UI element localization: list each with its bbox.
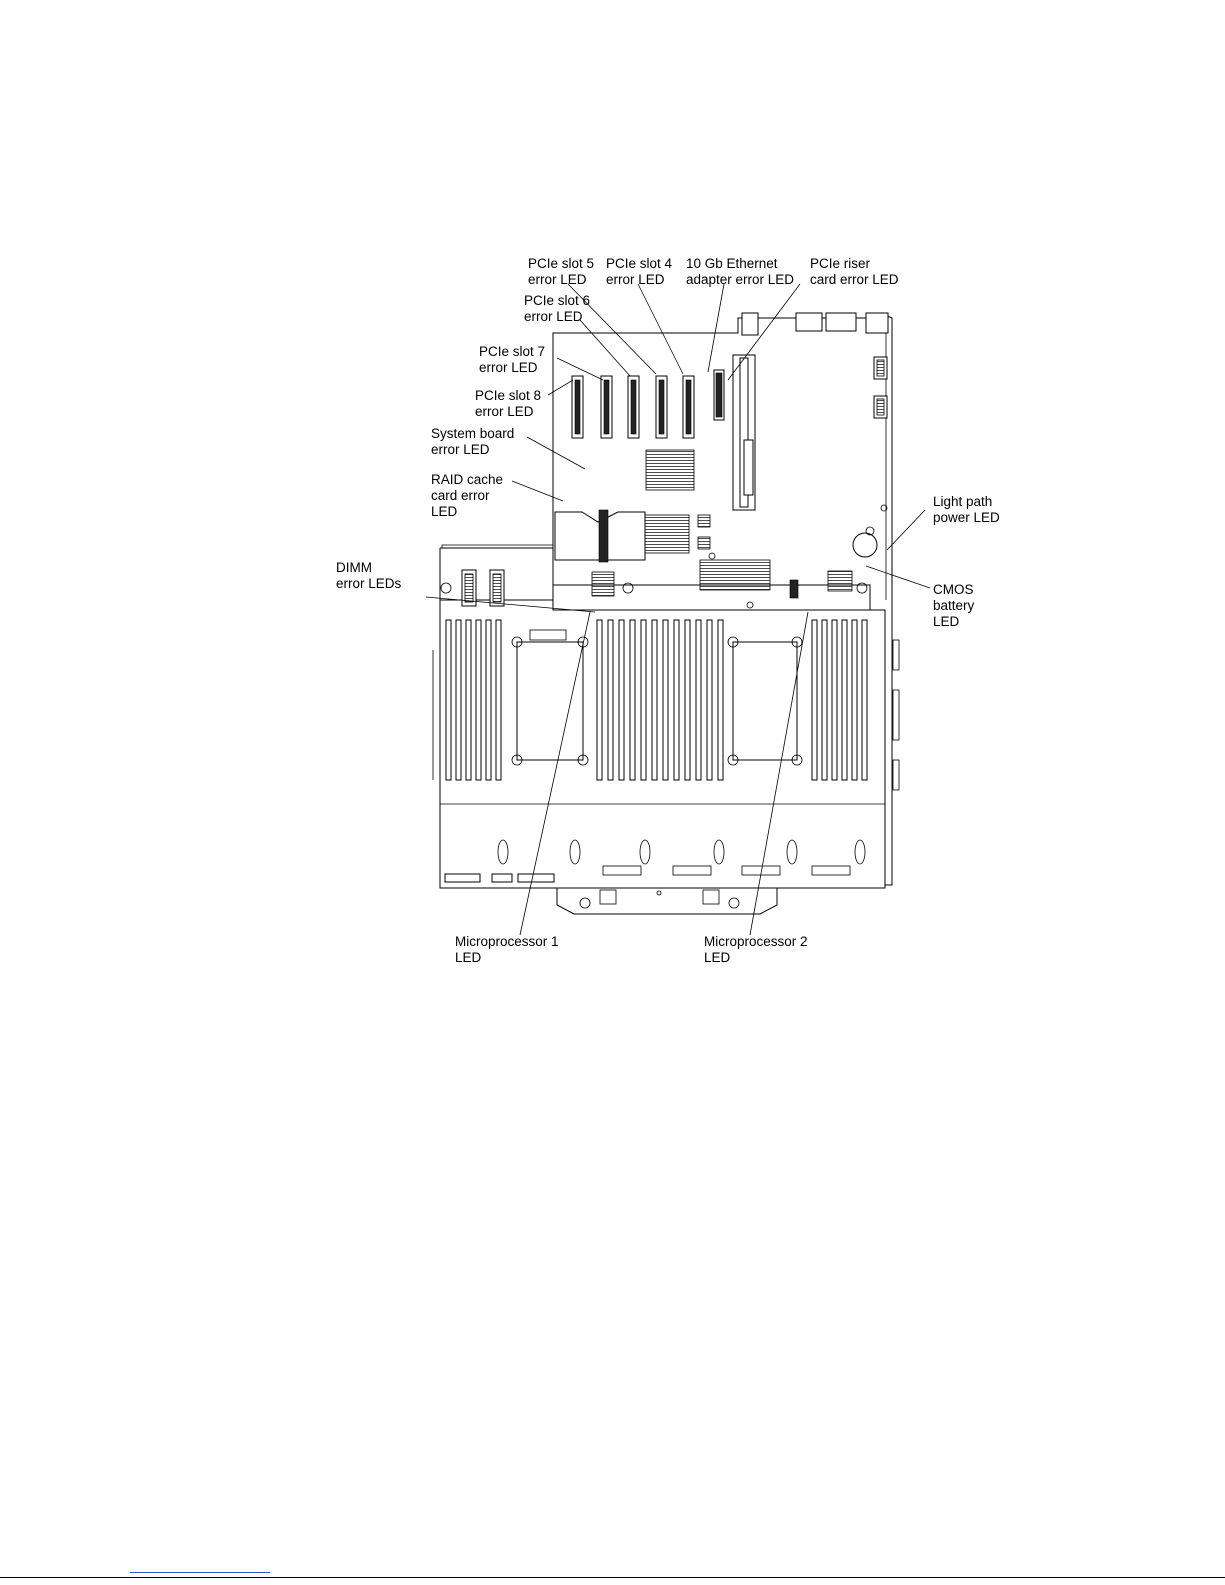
- dimm-slots-right: [811, 619, 868, 781]
- callout-labels: PCIe slot 5 error LED PCIe slot 4 error …: [336, 256, 1000, 965]
- label-pcie-riser: PCIe riser card error LED: [810, 256, 899, 287]
- footer-link-underline: [130, 1572, 270, 1573]
- label-light-path: Light path power LED: [933, 494, 1000, 525]
- callout-lines: [425, 283, 931, 936]
- system-board-drawing: [432, 312, 900, 915]
- label-10gb-ethernet: 10 Gb Ethernet adapter error LED: [686, 256, 794, 287]
- label-microprocessor2: Microprocessor 2 LED: [704, 934, 811, 965]
- label-raid-cache: RAID cache card error LED: [431, 472, 507, 519]
- dimm-slots-middle: [596, 619, 724, 781]
- footer-rule: [0, 1577, 1225, 1578]
- label-dimm: DIMM error LEDs: [336, 560, 402, 591]
- label-cmos: CMOS battery LED: [933, 582, 978, 629]
- dimm-slots-left: [445, 619, 502, 781]
- label-pcie-slot7: PCIe slot 7 error LED: [479, 344, 549, 375]
- pcie-slots: [571, 375, 695, 439]
- label-system-board: System board error LED: [431, 426, 518, 457]
- label-microprocessor1: Microprocessor 1 LED: [455, 934, 562, 965]
- label-pcie-slot6: PCIe slot 6 error LED: [524, 293, 594, 324]
- label-pcie-slot8: PCIe slot 8 error LED: [475, 388, 545, 419]
- label-pcie-slot5: PCIe slot 5 error LED: [528, 256, 598, 287]
- label-pcie-slot4: PCIe slot 4 error LED: [606, 256, 676, 287]
